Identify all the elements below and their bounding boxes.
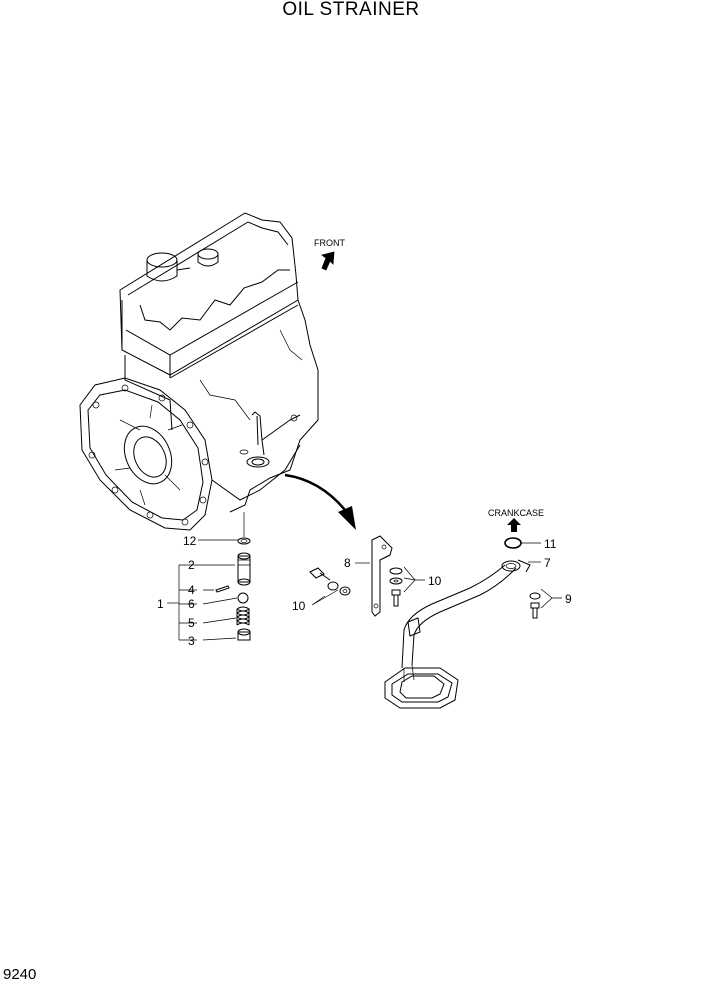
relief-valve-parts — [215, 537, 251, 641]
callout-1: 1 — [157, 597, 164, 611]
o-ring — [504, 537, 522, 549]
callout-2: 2 — [188, 558, 195, 572]
callout-6: 6 — [188, 597, 195, 611]
callout-4: 4 — [188, 583, 195, 597]
callout-5: 5 — [188, 616, 195, 630]
page-title: OIL STRAINER — [282, 0, 420, 20]
left-leader-lines — [167, 512, 245, 641]
callout-11: 11 — [544, 537, 557, 551]
callout-12: 12 — [183, 534, 197, 548]
callout-8: 8 — [344, 556, 351, 570]
crankcase-label: CRANKCASE — [488, 508, 544, 518]
bracket-and-bolts — [309, 535, 403, 617]
front-label: FRONT — [314, 238, 345, 248]
crankcase-arrow-icon — [507, 518, 521, 532]
callout-7: 7 — [544, 556, 551, 570]
callout-9: 9 — [565, 592, 572, 606]
right-leader-lines — [521, 542, 562, 609]
assembly-direction-arrow — [284, 473, 356, 530]
callout-10-left: 10 — [292, 599, 306, 613]
callout-10-right: 10 — [428, 574, 442, 588]
callout-3: 3 — [188, 634, 195, 648]
callout-labels: 12 2 4 1 6 5 3 8 10 10 11 7 9 — [157, 534, 572, 648]
bolt-9 — [529, 592, 541, 619]
oil-strainer-pipe — [384, 559, 531, 709]
front-arrow-icon — [321, 251, 335, 271]
engine-block — [79, 212, 319, 531]
bracket-leader-lines — [311, 562, 425, 606]
page-code: 9240 — [3, 966, 37, 983]
